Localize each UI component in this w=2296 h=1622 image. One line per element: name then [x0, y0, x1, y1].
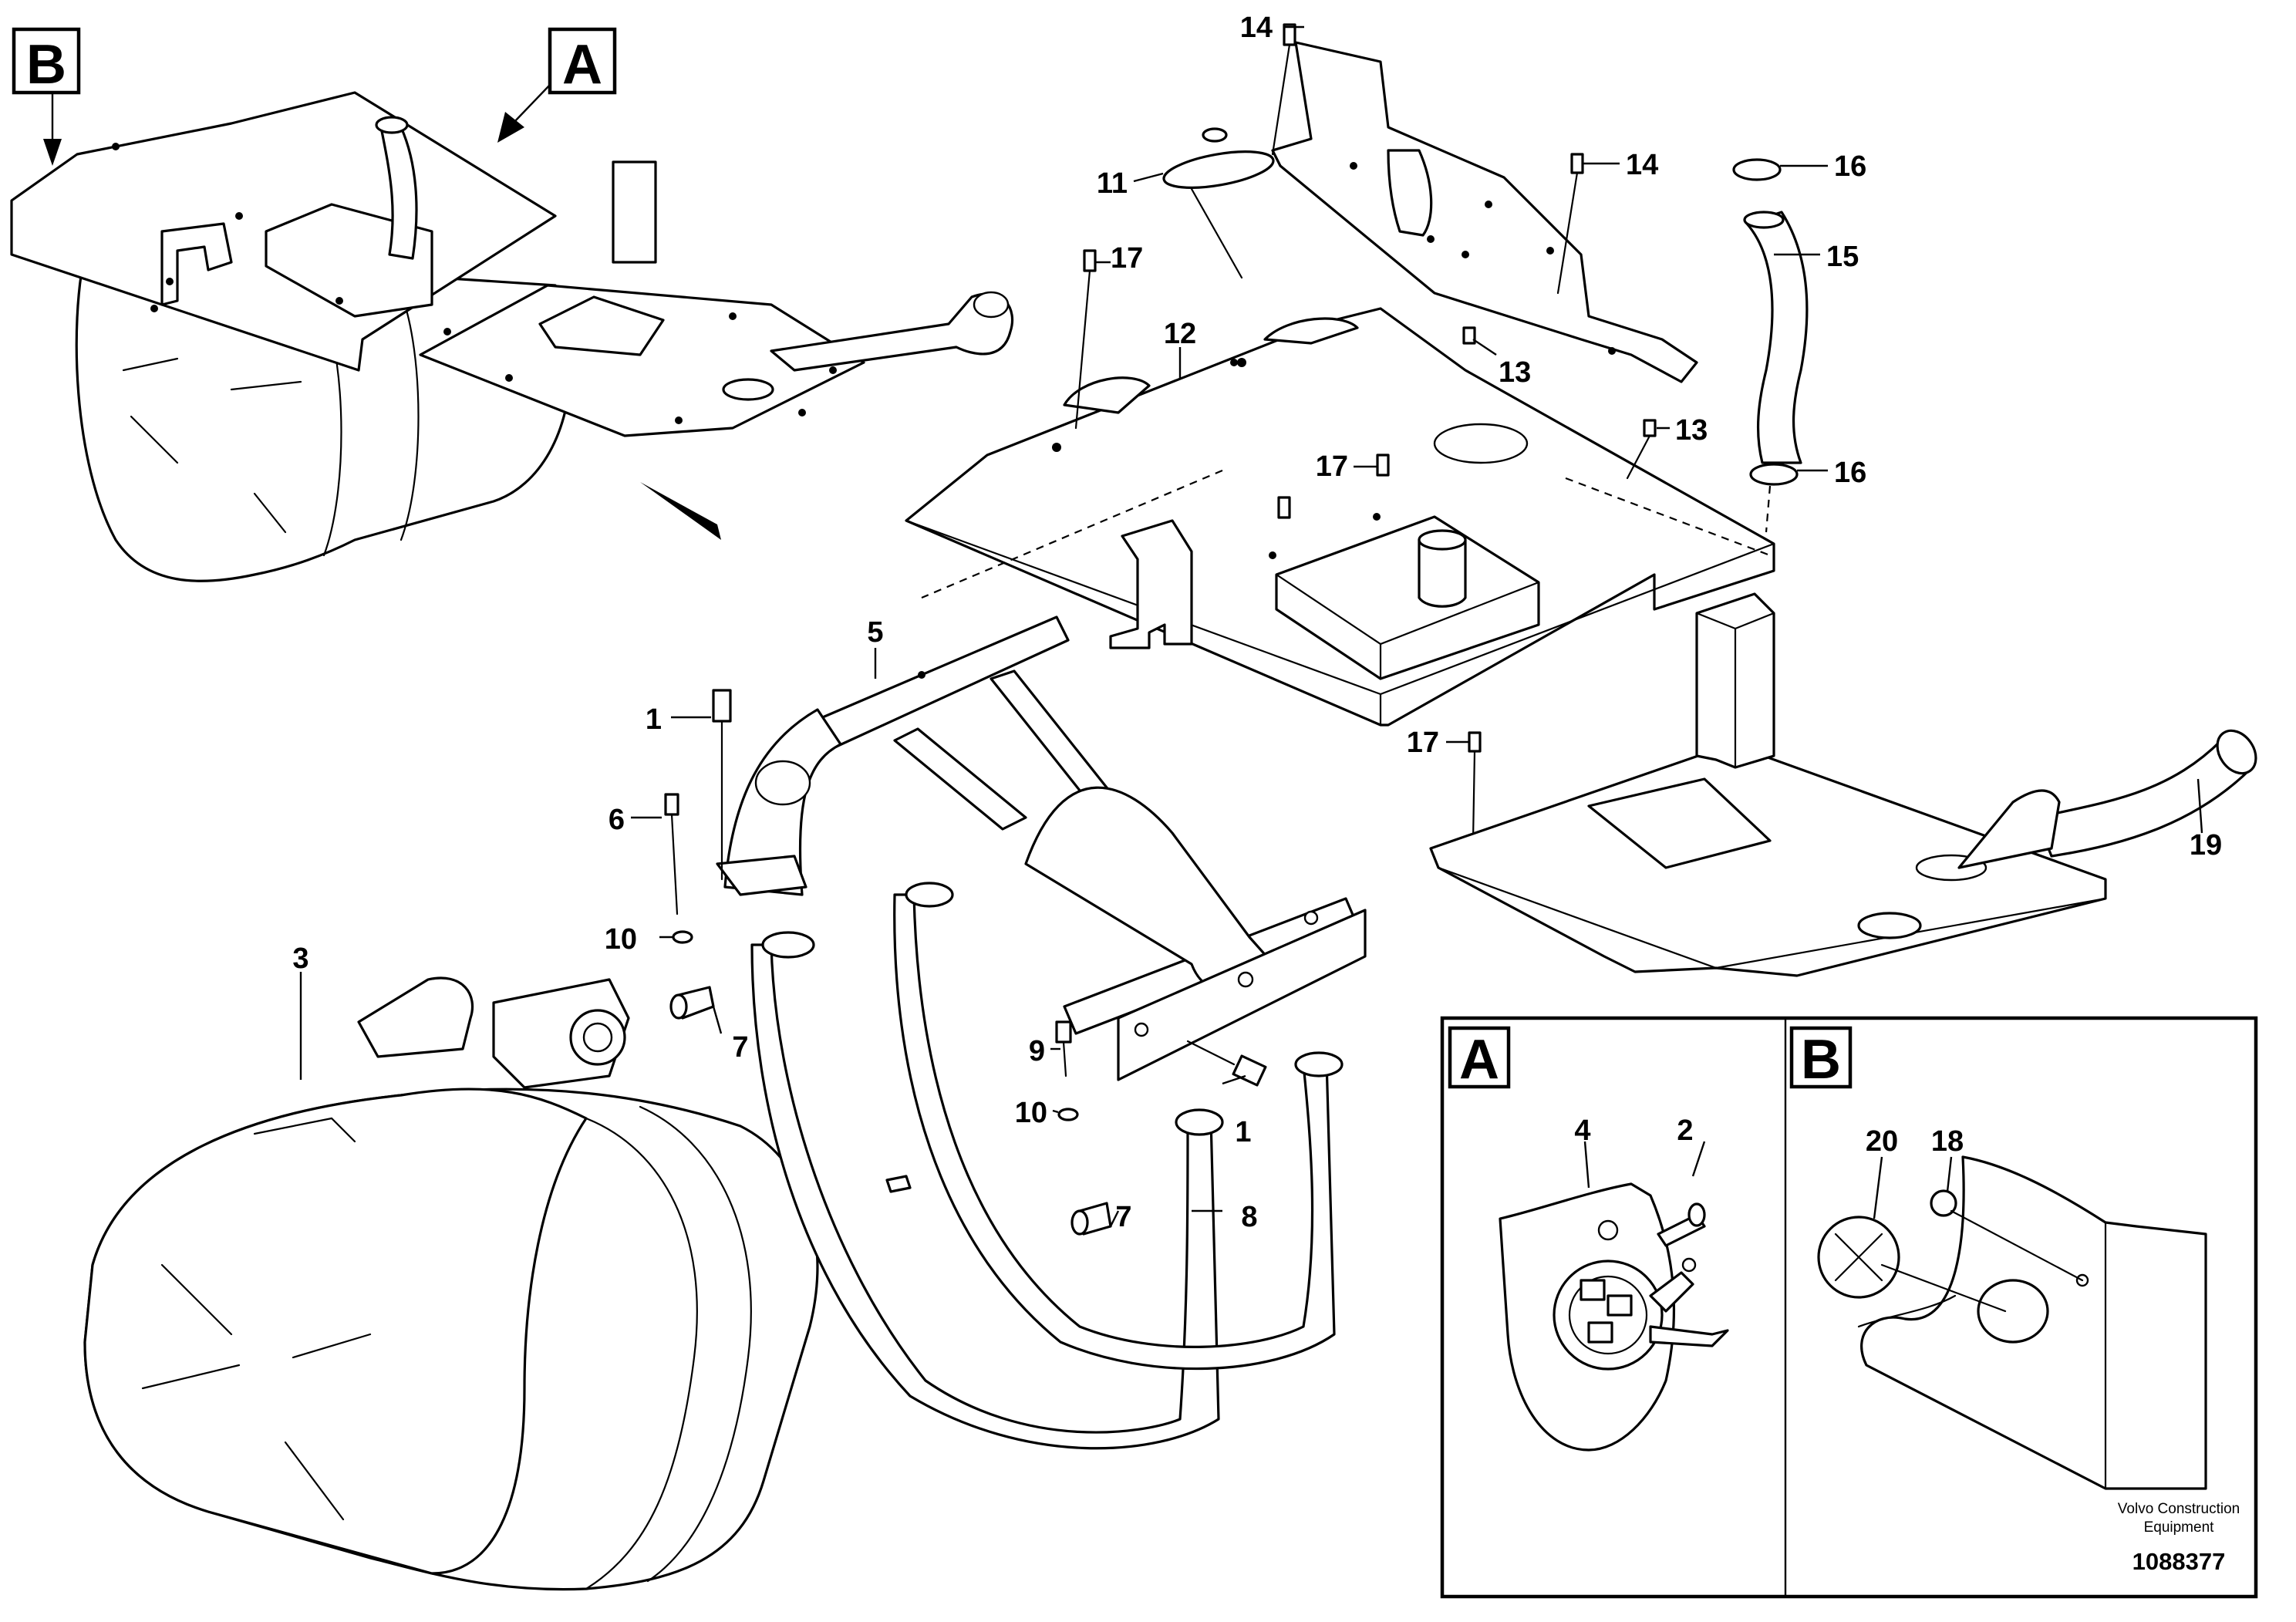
callout-15: 15: [1826, 241, 1859, 273]
callout-17-upper: 17: [1111, 242, 1143, 275]
callout-20: 20: [1866, 1125, 1898, 1158]
callout-13-upper: 13: [1499, 356, 1531, 389]
callout-5: 5: [867, 616, 883, 649]
brand-line-2: Equipment: [2144, 1519, 2215, 1536]
callout-11: 11: [1097, 167, 1128, 200]
plate-and-pipe: [1429, 592, 2257, 977]
brand-line-1: Volvo Construction: [2118, 1501, 2240, 1517]
callout-19: 19: [2190, 829, 2222, 862]
part-3-muffler: [83, 976, 912, 1591]
view-tag-b: B: [12, 27, 81, 166]
callout-16-upper: 16: [1834, 150, 1866, 183]
callout-labels: 1 1 2 3 4 5 6 7 7 8 9 10 10 11 12 13 13 …: [292, 12, 2222, 1233]
callout-17-lower: 17: [1407, 727, 1439, 759]
callout-2: 2: [1677, 1114, 1693, 1147]
callout-4: 4: [1574, 1114, 1590, 1147]
detail-a-tag: A: [1448, 1026, 1511, 1091]
detail-b-tag: B: [1789, 1026, 1853, 1091]
callout-1-frame: 1: [646, 703, 662, 736]
callout-14-upper: 14: [1240, 12, 1273, 44]
detail-panels: A B: [1440, 1016, 2258, 1599]
callout-8: 8: [1241, 1201, 1257, 1233]
callout-17-middle: 17: [1316, 450, 1348, 483]
callout-9: 9: [1029, 1035, 1045, 1067]
callout-18: 18: [1931, 1125, 1964, 1158]
callout-10-upper: 10: [605, 923, 637, 956]
callout-1-bolt: 1: [1235, 1116, 1251, 1148]
view-tag-a: A: [497, 27, 617, 143]
view-tag-a-label: A: [562, 34, 602, 96]
callout-7-lower: 7: [1115, 1201, 1131, 1233]
callout-6: 6: [609, 804, 625, 836]
leader-lines: [299, 25, 2203, 1227]
view-tag-b-label: B: [26, 34, 66, 96]
clamps-and-hose: [1162, 127, 1809, 533]
part-12-cover: [905, 307, 1775, 727]
upper-bracket: [1271, 41, 1698, 383]
part-8-straps: [750, 882, 1344, 1450]
fasteners: [664, 23, 1657, 1236]
callout-13-lower: 13: [1675, 414, 1708, 447]
drawing-footer: Volvo Construction Equipment 1088377: [2118, 1501, 2240, 1575]
part-5-frame: [716, 615, 1367, 1081]
callout-7-upper: 7: [732, 1031, 748, 1064]
callout-3: 3: [292, 943, 308, 975]
callout-10-lower: 10: [1015, 1097, 1047, 1129]
overview-assembly: B A: [10, 27, 1014, 582]
callout-16-lower: 16: [1834, 457, 1866, 489]
callout-12: 12: [1164, 318, 1196, 350]
detail-b-tag-label: B: [1801, 1029, 1841, 1091]
drawing-number: 1088377: [2132, 1548, 2226, 1575]
detail-a-tag-label: A: [1459, 1029, 1499, 1091]
callout-14-lower: 14: [1626, 149, 1658, 181]
